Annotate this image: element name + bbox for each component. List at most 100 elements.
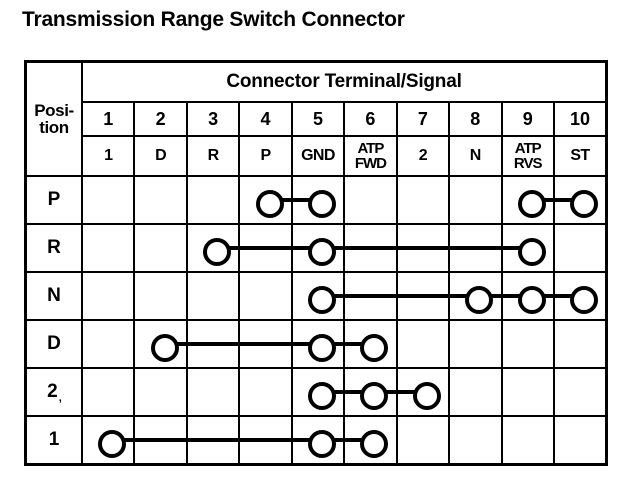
wire-segment [342, 294, 399, 298]
cell-R-1 [80, 223, 136, 273]
wire-segment [499, 246, 528, 250]
table-row: D [24, 319, 608, 369]
connector-node-icon [307, 382, 336, 410]
cell-N-10 [551, 271, 608, 321]
connector-node-icon [412, 382, 441, 410]
terminal-number-8: 8 [448, 101, 503, 137]
connector-node-icon [360, 430, 389, 458]
position-label-subscript: , [58, 392, 62, 404]
terminal-number-3: 3 [185, 101, 241, 137]
signal-line: D [155, 147, 167, 164]
signal-name-n: N [448, 135, 503, 177]
cell-2-3 [185, 367, 241, 417]
wire-segment [237, 342, 294, 346]
cell-P-10 [551, 175, 608, 225]
cell-P-1 [80, 175, 136, 225]
cell-2-4 [238, 367, 293, 417]
connector-terminal-signal-header: Connector Terminal/Signal [81, 60, 608, 103]
cell-N-7 [394, 271, 452, 321]
signal-line: N [469, 147, 482, 164]
connector-node-icon [517, 238, 546, 266]
position-label-text: P [47, 189, 61, 210]
cell-P-7 [395, 175, 451, 225]
cell-P-6 [343, 175, 398, 225]
wire-segment [342, 342, 371, 346]
cell-1-3 [184, 415, 242, 466]
table-row: 2, [24, 367, 608, 417]
cell-D-3 [184, 319, 242, 369]
table-row: 1 [24, 415, 608, 466]
wire-segment [394, 246, 452, 250]
cell-D-9 [500, 319, 555, 369]
cell-D-1 [80, 319, 136, 369]
cell-1-8 [448, 415, 503, 466]
cell-R-8 [447, 223, 504, 273]
cell-D-10 [552, 319, 608, 369]
cell-D-4 [237, 319, 294, 369]
position-label-D: D [24, 319, 83, 369]
connector-node-icon [203, 238, 232, 266]
signal-line: RVS [513, 155, 543, 172]
position-label-2: 2, [24, 367, 83, 417]
cell-D-2 [133, 319, 189, 369]
cell-1-5 [289, 415, 347, 466]
terminal-number-7: 7 [395, 101, 451, 137]
cell-P-4 [238, 175, 294, 225]
cell-D-7 [395, 319, 451, 369]
cell-N-3 [185, 271, 241, 321]
connector-node-icon [360, 382, 389, 410]
cell-P-3 [185, 175, 241, 225]
connector-node-icon [307, 334, 336, 362]
signal-name-d: D [133, 135, 188, 177]
cell-N-1 [80, 271, 136, 321]
position-label-text: 1 [48, 429, 60, 450]
connector-node-icon [517, 190, 546, 218]
cell-2-7 [394, 367, 451, 417]
cell-1-9 [500, 415, 555, 466]
cell-1-7 [395, 415, 451, 466]
cell-P-5 [289, 175, 346, 225]
terminal-number-4: 4 [238, 101, 293, 137]
wire-segment [447, 246, 504, 250]
connector-node-icon [569, 286, 598, 314]
signal-name-r: R [185, 135, 241, 177]
cell-N-8 [447, 271, 504, 321]
table-row: N [24, 271, 608, 321]
wire-segment [237, 246, 294, 250]
cell-N-5 [290, 271, 347, 321]
connector-node-icon [307, 190, 336, 218]
table-row: P [24, 175, 608, 225]
signal-name-p: P [238, 135, 293, 177]
connector-node-icon [307, 286, 336, 314]
terminal-number-1: 1 [80, 101, 136, 137]
cell-2-6 [342, 367, 399, 417]
wire-segment [184, 342, 242, 346]
cell-1-2 [132, 415, 189, 466]
cell-D-5 [289, 319, 347, 369]
cell-N-2 [133, 271, 188, 321]
signal-line: ATP [514, 140, 542, 157]
signal-line: R [207, 147, 220, 164]
position-header-cell: Posi- tion [24, 60, 83, 177]
cell-R-2 [133, 223, 188, 273]
connector-node-icon [150, 334, 179, 362]
cell-N-9 [499, 271, 556, 321]
connector-node-icon [360, 334, 389, 362]
position-label-text: 2 [47, 381, 58, 402]
cell-2-8 [448, 367, 503, 417]
signal-name-st: ST [552, 135, 608, 177]
cell-N-6 [342, 271, 399, 321]
signal-name-gnd: GND [290, 135, 346, 177]
terminal-number-10: 10 [552, 101, 608, 137]
signal-line: P [260, 147, 271, 164]
wire-segment [237, 438, 294, 442]
cell-1-1 [80, 415, 137, 466]
cell-2-10 [552, 367, 608, 417]
cell-2-1 [80, 367, 136, 417]
